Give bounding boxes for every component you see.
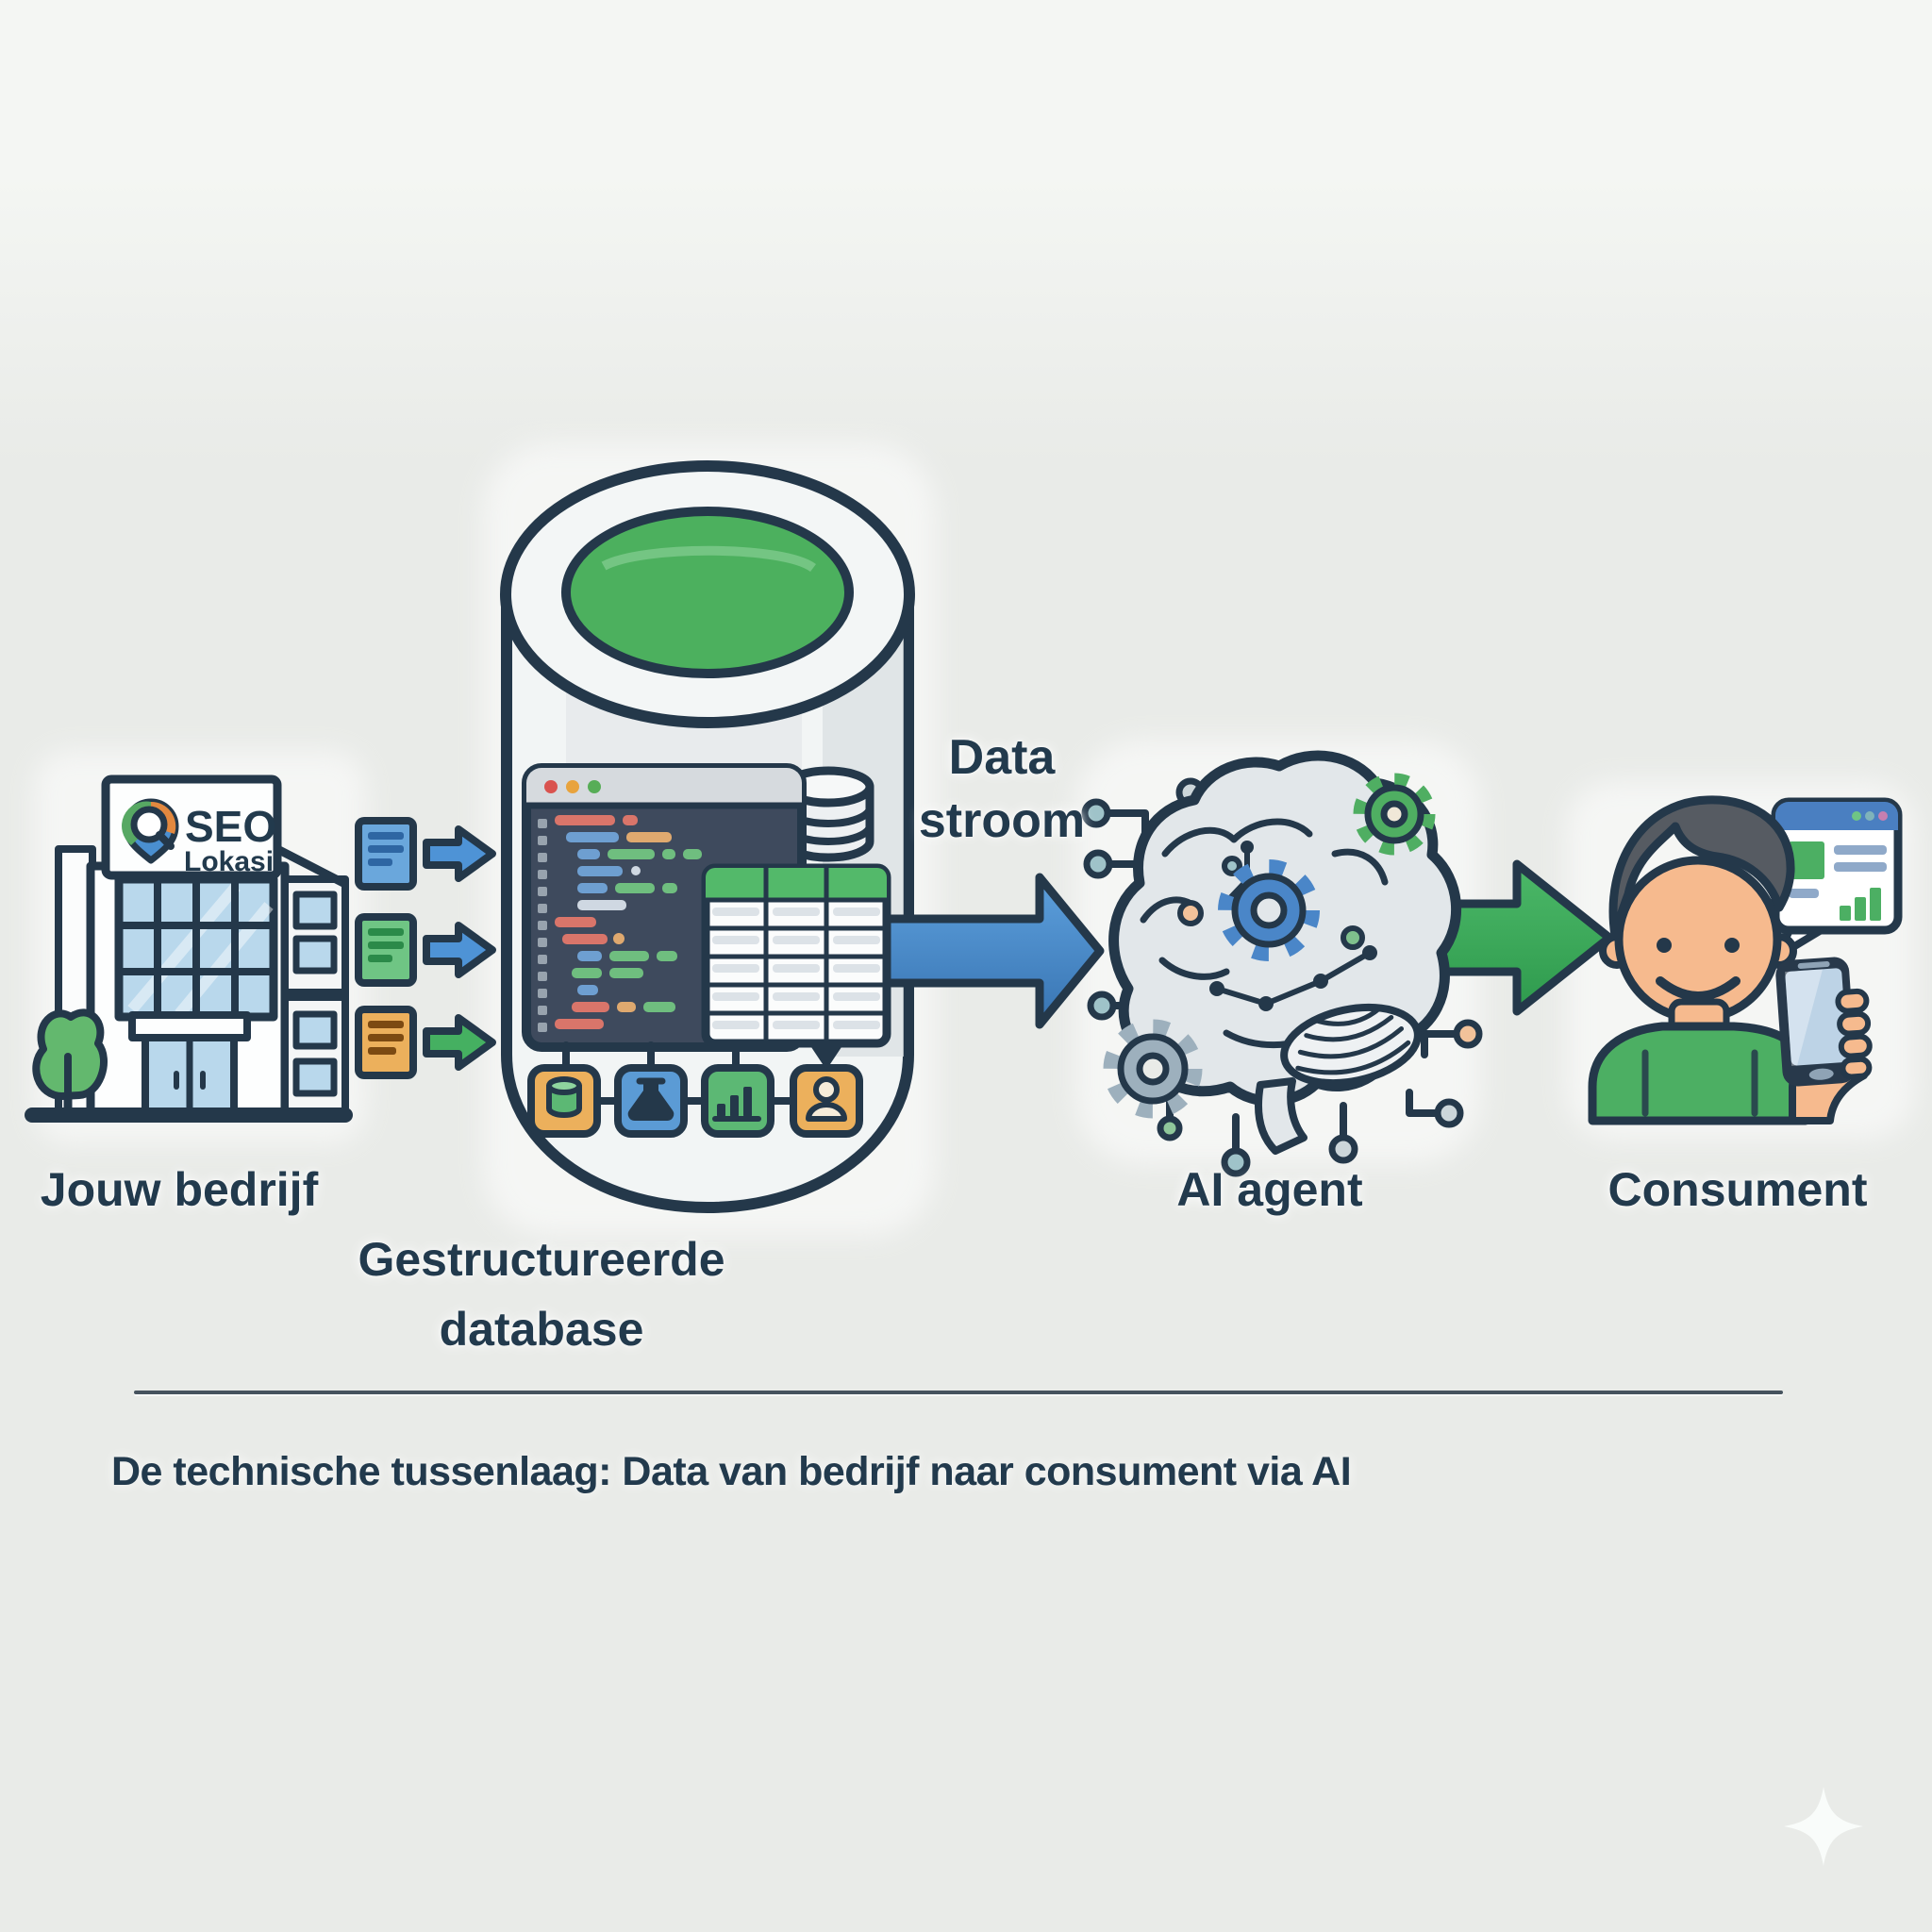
- data-table-icon: [701, 863, 891, 1048]
- gear-green-icon: [1353, 773, 1436, 856]
- table-cell-text: [712, 908, 880, 1029]
- ai-brain-icon: [1081, 750, 1483, 1177]
- sign-sub-text: Lokasi: [184, 846, 274, 877]
- bubble-bar-chart-icon: [1840, 888, 1881, 921]
- connector-chart-icon: [701, 1064, 774, 1138]
- window-minimize-dot: [566, 780, 579, 793]
- document-orange-icon: [355, 1006, 417, 1079]
- line-number-gutter: [538, 819, 547, 1032]
- tree-icon: [32, 1008, 108, 1118]
- database-cylinder-icon: [500, 460, 915, 1213]
- label-consumer: Consument: [1607, 1163, 1868, 1216]
- code-lines: [555, 815, 702, 1029]
- document-green-icon: [355, 913, 417, 987]
- smartphone-icon: [1775, 957, 1873, 1087]
- connector-database-icon: [527, 1064, 601, 1138]
- label-ai-agent: AI agent: [1176, 1163, 1363, 1216]
- sparkle-icon: [1784, 1787, 1863, 1866]
- gear-blue-icon: [1218, 859, 1320, 961]
- brain-circuit-trace: [1177, 841, 1377, 1011]
- document-blue-icon: [355, 817, 417, 891]
- sign-brand-text: SEO: [185, 802, 276, 851]
- caption-divider: [134, 1391, 1783, 1394]
- consumer-avatar: [1588, 795, 1903, 1125]
- window-grid: [114, 874, 278, 1022]
- label-data-stream: Data stroom: [918, 730, 1086, 848]
- arrow-right-icon: [423, 1014, 496, 1071]
- label-database: Gestructureerde database: [358, 1233, 725, 1356]
- entrance-door: [128, 1011, 251, 1117]
- caption-text: De technische tussenlaag: Data van bedri…: [111, 1449, 1352, 1494]
- window-close-dot: [544, 780, 558, 793]
- document-feed: [355, 817, 496, 1079]
- company-sign: SEO Lokasi: [101, 774, 282, 880]
- arrow-right-icon: [423, 922, 496, 978]
- ground-line: [25, 1108, 353, 1123]
- cerebellum: [1280, 1003, 1422, 1088]
- company-building-icon: SEO Lokasi: [25, 774, 353, 1123]
- location-pin-icon: [122, 798, 179, 864]
- connector-flask-icon: [614, 1064, 688, 1138]
- window-zoom-dot: [588, 780, 601, 793]
- wing-windows: [289, 891, 341, 1097]
- label-company: Jouw bedrijf: [40, 1163, 319, 1216]
- gear-gray-icon: [1103, 1019, 1203, 1119]
- connector-user-icon: [790, 1064, 863, 1138]
- arrow-right-icon: [423, 825, 496, 882]
